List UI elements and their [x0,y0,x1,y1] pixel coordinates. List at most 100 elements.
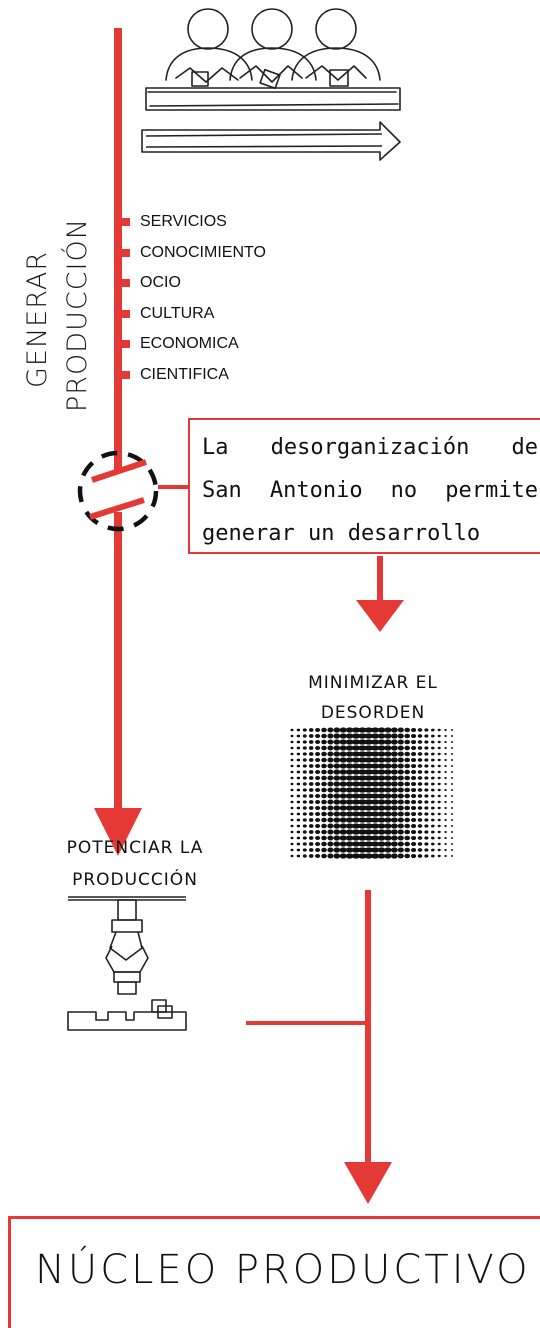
pattern-dot [437,794,441,798]
pattern-dot [296,740,301,744]
pattern-dot [444,824,447,828]
pattern-dot [302,788,307,792]
pattern-dot [384,847,392,853]
pattern-dot [411,853,417,859]
pattern-dot [424,788,429,792]
pattern-dot [377,757,386,763]
pattern-dot [321,841,327,847]
pattern-dot [364,841,374,847]
pattern-dot [327,775,334,781]
pattern-dot [321,847,327,853]
pattern-dot [397,751,404,757]
pattern-dot [315,781,321,787]
pattern-dot [391,817,398,823]
pattern-dot [417,752,423,756]
list-item: ECONOMICA [118,329,266,360]
pattern-dot [296,848,301,852]
pattern-dot [411,769,417,775]
pattern-dot [364,787,374,793]
note-line-3: generar un desarrollo [202,512,540,555]
broken-link-icon [77,450,159,532]
pattern-dot [315,793,321,799]
pattern-dot [444,782,447,786]
pattern-dot [364,847,374,853]
pattern-dot [296,794,301,798]
pattern-dot [345,739,354,745]
pattern-dot [384,799,392,805]
pattern-dot [437,752,441,756]
pattern-dot [450,771,454,773]
pattern-dot [364,781,374,787]
pattern-dot [327,739,334,745]
pattern-dot [358,745,367,751]
pattern-dot [339,739,347,745]
pattern-dot [302,758,307,762]
pattern-dot [404,751,411,757]
pattern-dot [315,847,321,853]
pattern-dot [296,764,301,768]
pattern-dot [351,847,361,853]
pattern-dot [308,836,314,840]
pattern-dot [315,739,321,745]
pattern-dot [296,800,301,804]
pattern-dot [404,817,411,823]
pattern-dot [364,817,374,823]
pattern-dot [437,854,441,858]
pattern-dot [296,854,301,858]
pattern-dot [450,855,454,857]
pattern-dot [444,818,447,822]
pattern-dot [377,769,386,775]
note-word: La [202,435,229,460]
pattern-dot [384,817,392,823]
pattern-dot [450,843,454,845]
pattern-dot [315,811,321,817]
pattern-dot [384,745,392,751]
pattern-dot [351,763,361,769]
pattern-dot [391,829,398,835]
pattern-dot [404,739,411,745]
pattern-dot [391,847,398,853]
pattern-dot [315,757,321,763]
pattern-dot [437,836,441,840]
pattern-dot [371,739,380,745]
pattern-dot [431,818,435,822]
pattern-dot [339,793,347,799]
pattern-dot [351,739,361,745]
pattern-dot [437,740,441,744]
pattern-dot [377,817,386,823]
pattern-dot [424,842,429,846]
pattern-dot [315,733,321,739]
pattern-dot [444,764,447,768]
pattern-dot [327,745,334,751]
pattern-dot [296,776,301,780]
pattern-dot [384,805,392,811]
pattern-dot [411,799,417,805]
pattern-dot [417,818,423,822]
pattern-dot [308,740,314,744]
pattern-dot [417,824,423,828]
pattern-dot [450,795,454,797]
pattern-dot [308,794,314,798]
pattern-dot [333,739,341,745]
pattern-dot [437,728,441,732]
pattern-dot [377,805,386,811]
pattern-dot [404,823,411,829]
pattern-dot [333,781,341,787]
pattern-dot [321,823,327,829]
pattern-dot [290,776,294,780]
pattern-dot [397,829,404,835]
pattern-dot [339,781,347,787]
pattern-dot [397,763,404,769]
pattern-dot [391,787,398,793]
pattern-dot [417,776,423,780]
pattern-dot [302,770,307,774]
pattern-dot [358,751,367,757]
pattern-dot [364,805,374,811]
pattern-dot [397,769,404,775]
pattern-dot [321,757,327,763]
pattern-dot [339,775,347,781]
pattern-dot [315,745,321,751]
pattern-dot [308,752,314,756]
pattern-dot [444,728,447,732]
pattern-dot [308,728,314,732]
